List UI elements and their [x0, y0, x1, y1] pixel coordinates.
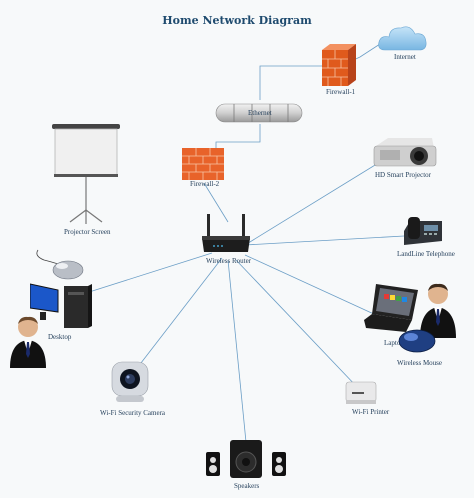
- link-router-projector: [244, 161, 381, 246]
- projector-screen-label: Projector Screen: [64, 228, 111, 236]
- wireless-mouse-label: Wireless Mouse: [397, 359, 443, 367]
- laptop-label: Laptop: [384, 339, 404, 347]
- printer-label: Wi-Fi Printer: [352, 408, 390, 416]
- laptop-icon: [364, 284, 418, 332]
- link-router-speakers: [227, 259, 247, 443]
- user-avatar-icon: [10, 316, 46, 368]
- link-firewall2-router: [203, 182, 229, 223]
- link-ethernet-firewall2: [215, 124, 261, 150]
- mouse-icon: [36, 249, 84, 280]
- wireless-router-label: Wireless Router: [206, 257, 252, 265]
- link-firewall1-ethernet: [259, 65, 325, 100]
- link-router-laptop: [244, 254, 377, 316]
- ethernet-label: Ethernet: [248, 109, 272, 117]
- hd-projector-label: HD Smart Projector: [375, 171, 431, 179]
- firewall-1-label: Firewall-1: [326, 88, 356, 96]
- internet-label: Internet: [394, 53, 416, 61]
- cloud-icon: [378, 26, 427, 51]
- speakers-label: Speakers: [234, 482, 260, 490]
- telephone-icon: [404, 217, 442, 245]
- security-camera-label: Wi-Fi Security Camera: [100, 409, 166, 417]
- link-router-desktop: [85, 252, 213, 294]
- security-camera-icon: [111, 361, 149, 402]
- ethernet-bus-icon: [215, 103, 303, 123]
- telephone-label: LandLine Telephone: [397, 250, 455, 258]
- firewall-1-icon: [322, 44, 356, 86]
- link-router-printer: [235, 259, 359, 389]
- printer-icon: [345, 381, 377, 404]
- wireless-mouse-icon: [398, 329, 436, 353]
- user-avatar-icon: [420, 283, 456, 338]
- link-router-telephone: [244, 235, 405, 246]
- wireless-router-icon: [202, 214, 250, 252]
- projector-screen-icon: [52, 124, 120, 224]
- hd-projector-icon: [373, 138, 437, 167]
- diagram-title: Home Network Diagram: [162, 14, 312, 27]
- link-router-camera: [133, 257, 223, 373]
- firewall-2-label: Firewall-2: [190, 180, 220, 188]
- firewall-2-icon: [182, 148, 224, 180]
- desktop-label: Desktop: [48, 333, 72, 341]
- desktop-computer-icon: [30, 283, 92, 328]
- speakers-icon: [206, 440, 286, 478]
